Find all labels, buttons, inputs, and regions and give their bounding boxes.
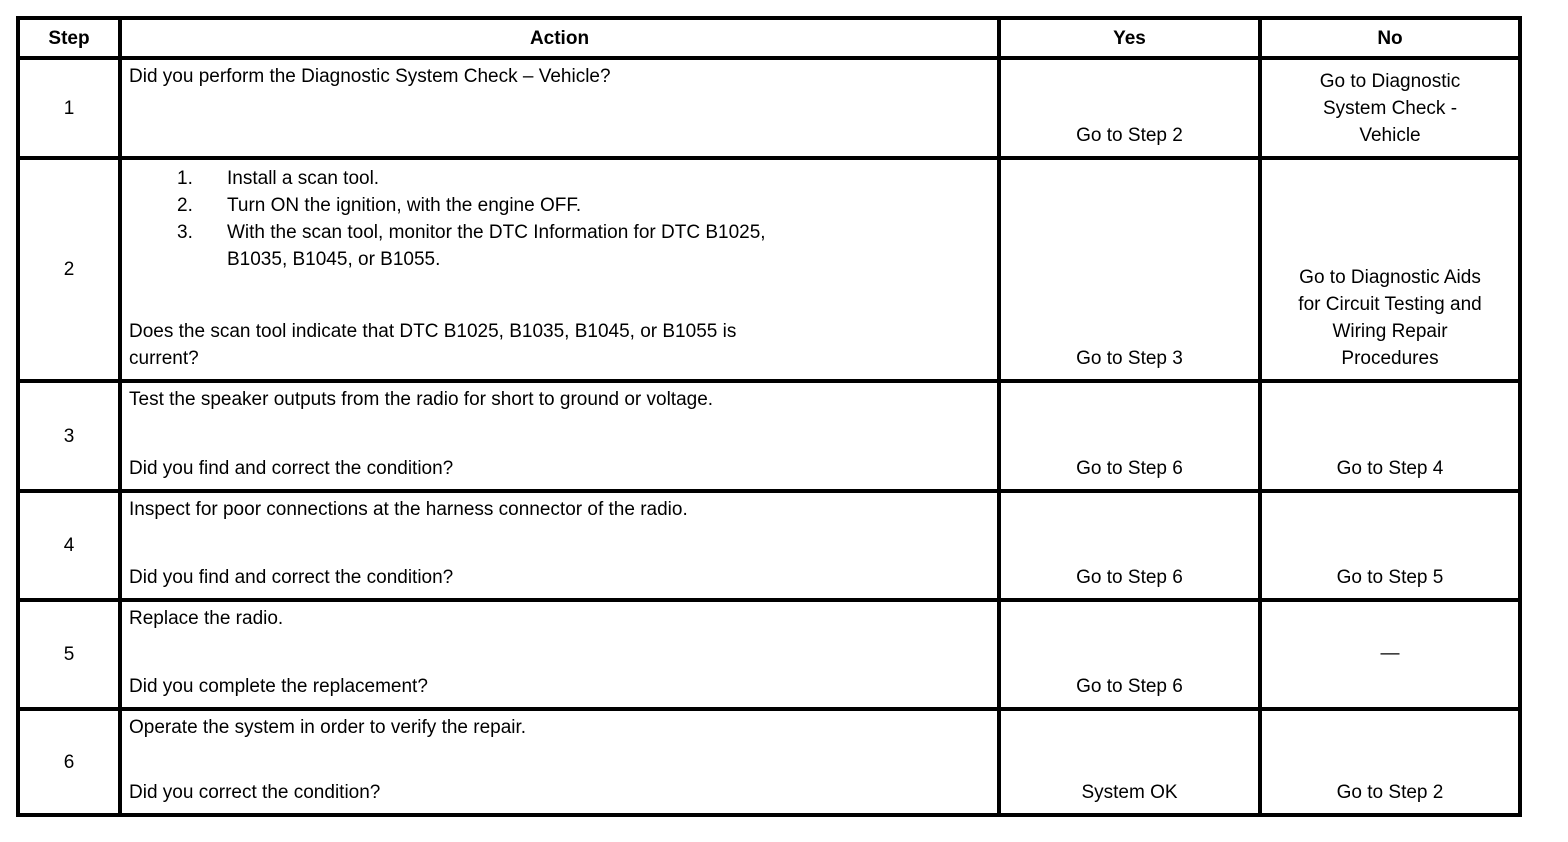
text-line: Go to Step 4 — [1336, 458, 1444, 479]
text-line: Procedures — [1341, 348, 1439, 369]
action-question: Does the scan tool indicate that DTC B10… — [129, 318, 989, 372]
document-page: Step Action Yes No 1 Did you perform the… — [16, 16, 1522, 817]
action-cell: Operate the system in order to verify th… — [122, 711, 1001, 817]
column-header-no: No — [1262, 20, 1522, 60]
list-item-text: With the scan tool, monitor the DTC Info… — [227, 219, 989, 273]
no-cell: — — [1262, 602, 1522, 711]
step-number: 6 — [63, 751, 75, 773]
no-cell: Go to Step 4 — [1262, 383, 1522, 493]
text-line: With the scan tool, monitor the DTC Info… — [227, 222, 766, 243]
list-item-number: 1. — [177, 168, 193, 189]
text-line: Test the speaker outputs from the radio … — [129, 389, 714, 410]
step-cell: 6 — [20, 711, 122, 817]
step-cell: 2 — [20, 160, 122, 383]
yes-cell: Go to Step 3 — [1001, 160, 1262, 383]
text-line: Install a scan tool. — [227, 168, 380, 189]
step-number: 2 — [63, 259, 75, 280]
text-line: Go to Step 2 — [1336, 782, 1444, 803]
column-header-step-label: Step — [48, 27, 90, 49]
text-line: Did you perform the Diagnostic System Ch… — [129, 66, 611, 87]
list-item: 1. Install a scan tool. — [129, 165, 989, 192]
yes-cell: Go to Step 6 — [1001, 602, 1262, 711]
yes-cell: Go to Step 2 — [1001, 60, 1262, 160]
text-line: Go to Step 6 — [1076, 567, 1183, 588]
column-header-yes-label: Yes — [1113, 27, 1146, 49]
text-line: B1035, B1045, or B1055. — [227, 249, 441, 270]
text-line: Inspect for poor connections at the harn… — [129, 499, 688, 520]
action-intro: Replace the radio. — [129, 605, 989, 632]
text-line: Go to Diagnostic Aids — [1299, 267, 1481, 288]
text-line: current? — [129, 348, 199, 369]
action-cell: 1. Install a scan tool. 2. Turn ON the igni… — [122, 160, 1001, 383]
action-list: 1. Install a scan tool. 2. Turn ON the igni… — [129, 163, 989, 273]
text-line: System OK — [1081, 782, 1178, 803]
list-item-number: 3. — [177, 222, 193, 243]
text-line: Go to Step 5 — [1336, 567, 1444, 588]
text-line: Vehicle — [1359, 125, 1421, 146]
column-header-action: Action — [122, 20, 1001, 60]
yes-cell: Go to Step 6 — [1001, 383, 1262, 493]
list-item-number: 2. — [177, 195, 193, 216]
step-cell: 4 — [20, 493, 122, 602]
column-header-yes: Yes — [1001, 20, 1262, 60]
step-cell: 1 — [20, 60, 122, 160]
step-cell: 3 — [20, 383, 122, 493]
action-intro: Test the speaker outputs from the radio … — [129, 386, 989, 413]
text-line: Operate the system in order to verify th… — [129, 717, 527, 738]
step-number: 5 — [63, 644, 75, 665]
text-line: Go to Step 6 — [1076, 676, 1183, 697]
text-line: Did you find and correct the condition? — [129, 567, 454, 588]
no-cell: Go to Step 5 — [1262, 493, 1522, 602]
step-cell: 5 — [20, 602, 122, 711]
text-line: Wiring Repair — [1332, 321, 1448, 342]
text-line: Go to Step 6 — [1076, 458, 1183, 479]
yes-cell: Go to Step 6 — [1001, 493, 1262, 602]
action-cell: Inspect for poor connections at the harn… — [122, 493, 1001, 602]
text-line: Turn ON the ignition, with the engine OF… — [227, 195, 582, 216]
text-line: Does the scan tool indicate that DTC B10… — [129, 321, 737, 342]
column-header-action-label: Action — [529, 27, 590, 49]
text-line: Go to Step 3 — [1076, 348, 1183, 369]
list-item-text: Install a scan tool. — [227, 165, 989, 192]
column-header-no-label: No — [1377, 27, 1403, 49]
action-question: Did you correct the condition? — [129, 779, 989, 806]
text-line: Did you complete the replacement? — [129, 676, 428, 697]
text-line: Replace the radio. — [129, 608, 284, 629]
column-header-step: Step — [20, 20, 122, 60]
text-line: Did you correct the condition? — [129, 782, 381, 803]
text-line: Go to Step 2 — [1076, 125, 1183, 146]
action-question: Did you find and correct the condition? — [129, 455, 989, 482]
text-line: Did you find and correct the condition? — [129, 458, 454, 479]
list-item: 3. With the scan tool, monitor the DTC In… — [129, 219, 989, 273]
action-intro: Inspect for poor connections at the harn… — [129, 496, 989, 523]
list-item-text: Turn ON the ignition, with the engine OF… — [227, 192, 989, 219]
diagnostic-table: Step Action Yes No 1 Did you perform the… — [16, 16, 1522, 817]
action-cell: Replace the radio. Did you complete the … — [122, 602, 1001, 711]
step-number: 1 — [63, 97, 75, 119]
action-cell: Did you perform the Diagnostic System Ch… — [122, 60, 1001, 160]
text-line: for Circuit Testing and — [1298, 294, 1482, 315]
text-line: Go to Diagnostic — [1319, 71, 1461, 92]
step-number: 3 — [63, 425, 75, 447]
text-line: System Check - — [1322, 98, 1458, 119]
no-cell: Go to Step 2 — [1262, 711, 1522, 817]
yes-cell: System OK — [1001, 711, 1262, 817]
action-intro: Did you perform the Diagnostic System Ch… — [129, 63, 989, 90]
step-number: 4 — [63, 535, 75, 556]
action-question: Did you find and correct the condition? — [129, 564, 989, 591]
text-line: — — [1380, 642, 1400, 664]
action-cell: Test the speaker outputs from the radio … — [122, 383, 1001, 493]
no-cell: Go to Diagnostic Aids for Circuit Testing… — [1262, 160, 1522, 383]
list-item: 2. Turn ON the ignition, with the engine … — [129, 192, 989, 219]
action-question: Did you complete the replacement? — [129, 673, 989, 700]
action-intro: Operate the system in order to verify th… — [129, 714, 989, 741]
